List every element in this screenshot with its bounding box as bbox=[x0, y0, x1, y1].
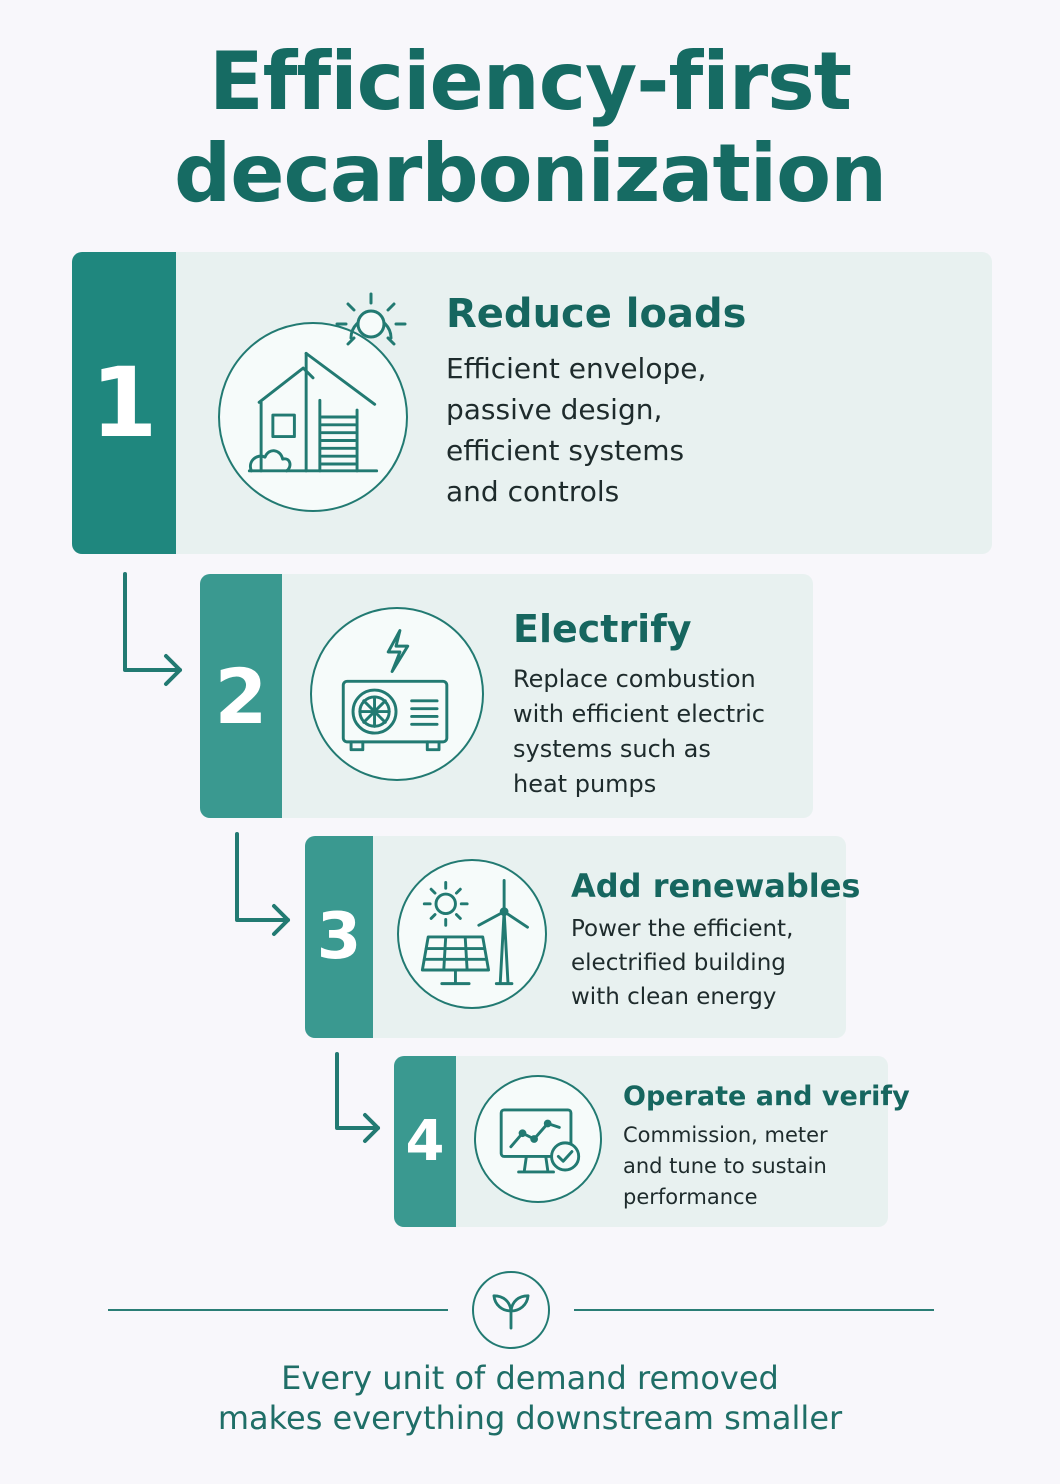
step-electrify: 2 Electrify Replace combustion with effi… bbox=[200, 574, 813, 818]
sprout-icon bbox=[472, 1271, 550, 1349]
footer-tagline: Every unit of demand removed makes every… bbox=[217, 1359, 843, 1437]
footer-divider-left bbox=[108, 1309, 448, 1311]
step-description: Efficient envelope, passive design, effi… bbox=[446, 352, 707, 508]
step-number-tab: 4 bbox=[394, 1056, 456, 1227]
step-number-tab: 3 bbox=[305, 836, 373, 1038]
heat-pump-icon bbox=[310, 607, 484, 781]
step-description: Commission, meter and tune to sustain pe… bbox=[623, 1123, 828, 1209]
step-heading: Operate and verify bbox=[623, 1081, 910, 1112]
house-sun-icon bbox=[218, 322, 408, 512]
step-number: 2 bbox=[214, 651, 268, 741]
step-number: 1 bbox=[90, 347, 158, 459]
solar-wind-icon bbox=[397, 859, 547, 1009]
step-operate-verify: 4 Operate and verify Commission, meter a… bbox=[394, 1056, 910, 1227]
step-text: Add renewables Power the efficient, elec… bbox=[571, 866, 860, 1014]
title-line-2: decarbonization bbox=[173, 127, 887, 220]
step-description: Power the efficient, electrified buildin… bbox=[571, 916, 794, 1010]
arrow-connector-2 bbox=[235, 832, 290, 936]
page-title: Efficiency-first decarbonization bbox=[0, 36, 1060, 220]
step-description: Replace combustion with efficient electr… bbox=[513, 665, 765, 798]
arrow-connector-1 bbox=[123, 572, 182, 686]
title-line-1: Efficiency-first bbox=[208, 35, 852, 128]
step-number-tab: 2 bbox=[200, 574, 282, 818]
footer-divider-right bbox=[574, 1309, 934, 1311]
step-text: Operate and verify Commission, meter and… bbox=[623, 1080, 910, 1213]
step-card bbox=[200, 574, 813, 818]
step-text: Reduce loads Efficient envelope, passive… bbox=[446, 290, 746, 512]
step-number: 4 bbox=[405, 1109, 445, 1174]
step-heading: Reduce loads bbox=[446, 291, 747, 337]
sun-icon bbox=[335, 292, 407, 346]
step-add-renewables: 3 Add renewables Power the efficient, el… bbox=[305, 836, 860, 1038]
step-heading: Electrify bbox=[513, 607, 692, 651]
monitor-check-icon bbox=[474, 1075, 602, 1203]
step-number: 3 bbox=[316, 900, 362, 974]
step-reduce-loads: 1 Reduce loads Efficient envelope, passi… bbox=[72, 252, 992, 554]
step-text: Electrify Replace combustion with effici… bbox=[513, 606, 765, 802]
step-heading: Add renewables bbox=[571, 867, 861, 905]
step-number-tab: 1 bbox=[72, 252, 176, 554]
arrow-connector-3 bbox=[335, 1052, 380, 1143]
step-card bbox=[305, 836, 846, 1038]
